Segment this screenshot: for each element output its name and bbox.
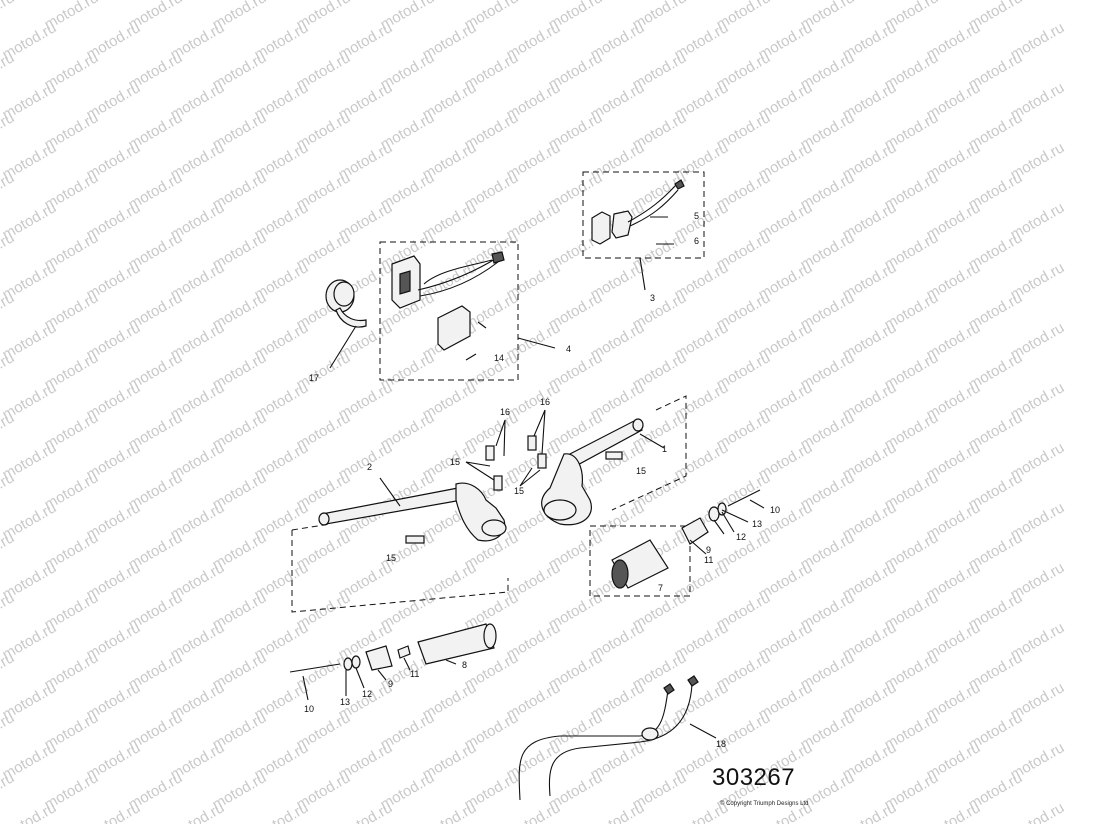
- callout-7: 7: [658, 583, 663, 593]
- right-bar-end-parts: [589, 489, 765, 597]
- callout-16-a: 16: [500, 407, 510, 417]
- callout-12-left: 12: [362, 689, 372, 699]
- watermark-text: motod.ru: [0, 0, 17, 33]
- lever-assembly-4: [379, 241, 556, 381]
- callout-13-left: 13: [340, 697, 350, 707]
- watermark-text: motod.ru: [840, 799, 900, 824]
- callout-4: 4: [566, 344, 571, 354]
- callout-10-right: 10: [770, 505, 780, 515]
- callout-8: 8: [462, 660, 467, 670]
- callout-16-b: 16: [540, 397, 550, 407]
- watermark-text: motod.ru: [336, 799, 396, 824]
- callout-1: 1: [662, 444, 667, 454]
- callout-18: 18: [716, 739, 726, 749]
- watermark-text: motod.ru: [504, 799, 564, 824]
- callout-15-a: 15: [450, 457, 460, 467]
- diagram-reference-number: 303267: [712, 764, 796, 791]
- clamp-bolts-15-16: [405, 409, 623, 544]
- watermark-text: motod.ru: [588, 799, 648, 824]
- watermark-text: motod.ru: [420, 799, 480, 824]
- callout-3: 3: [650, 293, 655, 303]
- callout-15-b: 15: [514, 486, 524, 496]
- watermark-text: motod.ru: [84, 799, 144, 824]
- switch-housing-17: [325, 279, 367, 369]
- handlebar-clipon-2: [291, 477, 509, 613]
- throttle-cable-18: [518, 675, 717, 801]
- callout-12-right: 12: [736, 532, 746, 542]
- callout-11-left: 11: [410, 669, 419, 679]
- watermark-text: motod.ru: [924, 799, 984, 824]
- callout-2: 2: [367, 462, 372, 472]
- callout-17: 17: [309, 373, 319, 383]
- callout-5: 5: [694, 211, 699, 221]
- handlebar-clipon-1: [541, 395, 687, 526]
- callout-6: 6: [694, 236, 699, 246]
- callout-15-c: 15: [636, 466, 646, 476]
- callout-9-left: 9: [388, 679, 393, 689]
- switch-assembly-3: [582, 171, 705, 291]
- left-bar-end-parts: [289, 623, 497, 701]
- watermark-text: motod.ru: [1008, 799, 1068, 824]
- callout-14: 14: [494, 353, 504, 363]
- callout-11-right: 11: [704, 555, 713, 565]
- watermark-text: motod.ru: [0, 799, 59, 824]
- copyright-notice: © Copyright Triumph Designs Ltd: [720, 801, 809, 807]
- callout-10-left: 10: [304, 704, 314, 714]
- watermark-text: motod.ru: [252, 799, 312, 824]
- watermark-layer: motod.ru motod.ru motod.ru motod.ru motod.ru…: [0, 0, 1067, 824]
- callout-13-right: 13: [752, 519, 762, 529]
- callout-9-right: 9: [706, 545, 711, 555]
- callout-15-d: 15: [386, 553, 396, 563]
- watermark-text: motod.ru: [168, 799, 228, 824]
